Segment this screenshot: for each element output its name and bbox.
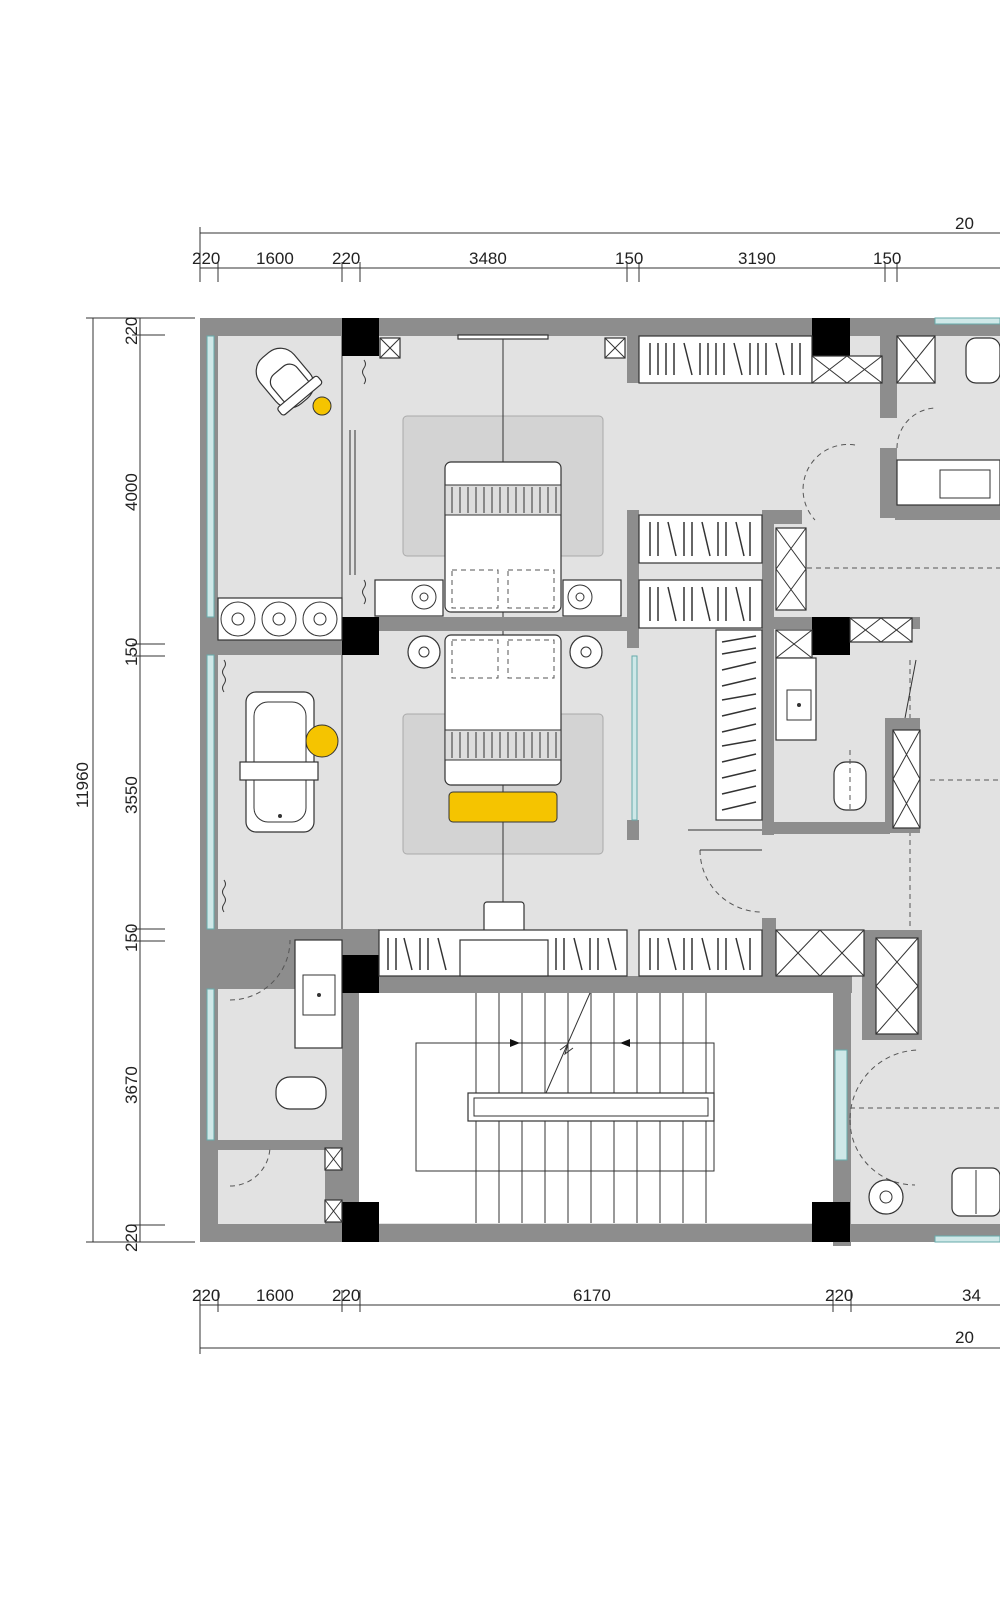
bottom-dim-seg-4: 6170 <box>573 1286 611 1305</box>
top-dim-seg-2: 1600 <box>256 249 294 268</box>
toilet-icon <box>965 337 1000 384</box>
wardrobe-icon <box>715 629 763 821</box>
bottom-dim-seg-5: 220 <box>825 1286 853 1305</box>
lamp-icon <box>567 584 593 610</box>
top-dim-seg-5: 150 <box>615 249 643 268</box>
bottom-dim-seg-2: 1600 <box>256 1286 294 1305</box>
wardrobe-icon <box>638 579 763 629</box>
round-table-icon <box>868 1179 904 1215</box>
left-dim-seg-7: 220 <box>122 1224 141 1252</box>
left-dim-overall: 11960 <box>73 762 92 808</box>
left-dim-seg-3: 150 <box>122 638 141 666</box>
left-dim-seg-2: 4000 <box>122 473 141 511</box>
lamp-icon <box>569 635 603 669</box>
bottom-dimension-chain: 220 1600 220 6170 220 34 20 <box>192 1286 1000 1354</box>
laundry-machines <box>217 597 343 641</box>
side-table-icon <box>312 396 332 416</box>
top-dim-seg-7: 150 <box>873 249 901 268</box>
bottom-dim-seg-3: 220 <box>332 1286 360 1305</box>
lamp-icon <box>411 584 437 610</box>
bench-icon <box>448 791 558 823</box>
structural-columns <box>342 318 850 1242</box>
top-dimension-chain: 20 220 1600 220 3480 150 3190 150 <box>192 214 1000 282</box>
top-dim-seg-3: 220 <box>332 249 360 268</box>
bottom-dim-seg-1: 220 <box>192 1286 220 1305</box>
bottom-dim-seg-6: 34 <box>962 1286 981 1305</box>
stair-icon <box>415 992 715 1223</box>
left-dim-seg-1: 220 <box>122 317 141 345</box>
nightstand-left <box>374 579 444 617</box>
wardrobe-icon <box>638 335 813 384</box>
top-dim-seg-6: 3190 <box>738 249 776 268</box>
bed-icon <box>444 634 562 786</box>
stool-icon <box>305 724 339 758</box>
glazing <box>206 317 1000 1243</box>
top-dim-seg-1: 220 <box>192 249 220 268</box>
top-dim-seg-4: 3480 <box>469 249 507 268</box>
wardrobe-icon <box>638 929 763 977</box>
armchair-icon <box>255 347 323 416</box>
door-swing-icon <box>229 829 921 1187</box>
left-dim-seg-4: 3550 <box>122 776 141 814</box>
top-dim-overall: 20 <box>955 214 974 233</box>
bathtub-icon <box>239 691 319 833</box>
left-dimension-chain: 11960 220 4000 150 3550 150 3670 220 <box>73 317 195 1252</box>
left-dim-seg-6: 3670 <box>122 1066 141 1104</box>
bottom-dim-overall: 20 <box>955 1328 974 1347</box>
left-dim-seg-5: 150 <box>122 924 141 952</box>
lamp-icon <box>407 635 441 669</box>
toilet-icon <box>275 1076 327 1110</box>
bed-icon <box>444 461 562 613</box>
wardrobe-icon <box>638 514 763 564</box>
sink-icon <box>775 657 817 741</box>
